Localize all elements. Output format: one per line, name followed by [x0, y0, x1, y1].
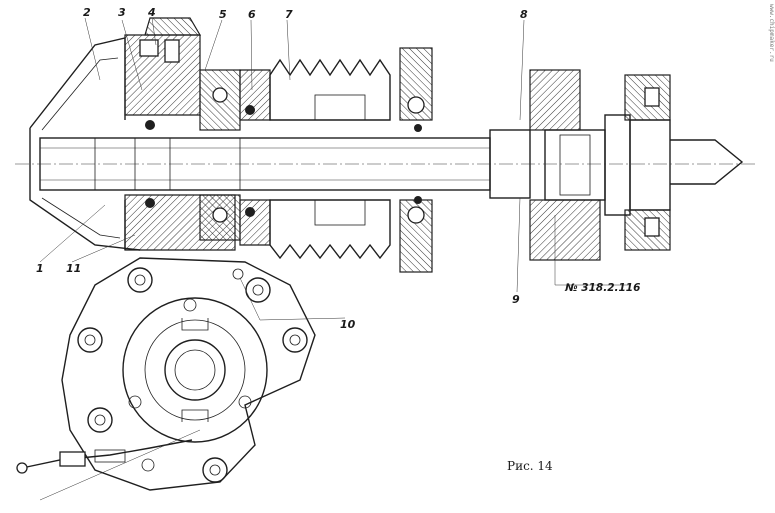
callout-9: 9: [512, 293, 520, 306]
callout-6: 6: [248, 8, 256, 21]
leader-lines: [39, 17, 630, 321]
rear-housing-lower: [529, 199, 601, 261]
callout-10: 10: [340, 318, 356, 331]
front-view: [16, 257, 316, 501]
flange-outline: [61, 257, 316, 491]
spindle-bore: [164, 339, 226, 401]
callout-8: 8: [520, 8, 528, 21]
callout-5: 5: [219, 8, 227, 21]
pulley-lower: [269, 199, 391, 260]
flange-bolts: [77, 267, 308, 483]
pulley-upper: [269, 58, 391, 121]
callout-labels: 2 3 4 5 6 7 8 1 11 9 10: [36, 6, 528, 331]
sectional-view: [15, 17, 755, 273]
conical-housing: [29, 37, 141, 251]
flange-inner-circle: [122, 297, 268, 443]
callout-11: 11: [66, 262, 81, 275]
margin-watermark: www.chipmaker.ru: [768, 4, 775, 62]
callout-2: 2: [83, 6, 91, 19]
callout-1: 1: [36, 262, 44, 275]
lubrication-tube: [21, 439, 193, 469]
callout-4: 4: [147, 6, 156, 19]
center-point: [670, 139, 744, 185]
front-flange-upper: [124, 34, 201, 116]
callout-7: 7: [285, 8, 293, 21]
callout-3: 3: [118, 6, 126, 19]
figure-caption: Рис. 14: [507, 459, 553, 473]
part-number-label: № 318.2.116: [564, 282, 640, 294]
rear-housing-upper: [529, 69, 581, 131]
